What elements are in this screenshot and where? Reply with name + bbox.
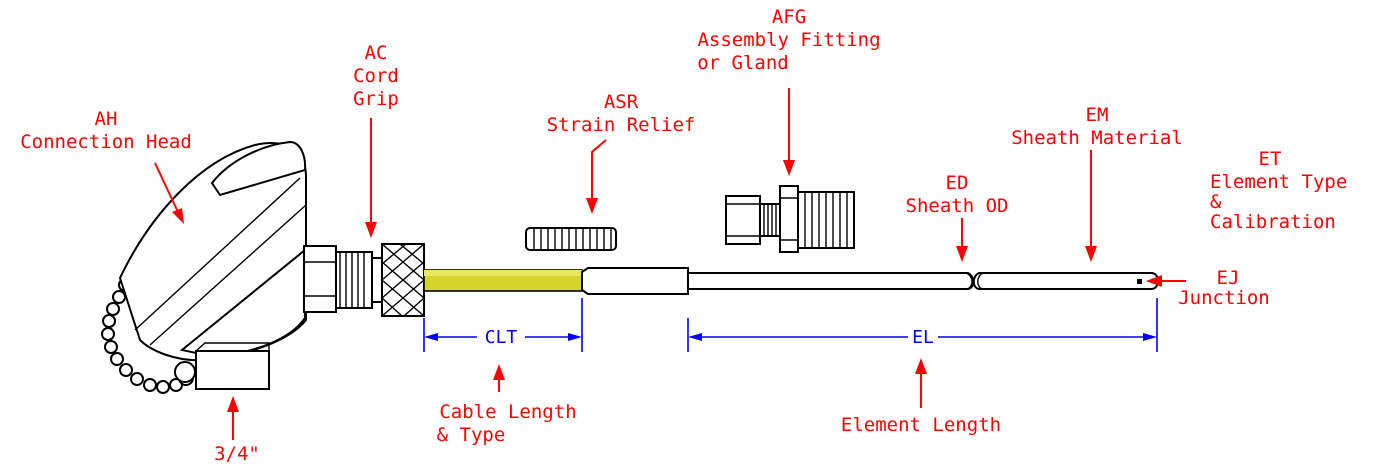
strain-relief-spring bbox=[525, 227, 617, 251]
dimension-clt: CLT bbox=[485, 327, 518, 348]
label-ac-name2: Grip bbox=[353, 88, 399, 110]
assembly-fitting bbox=[725, 185, 855, 253]
label-ed-code: ED bbox=[946, 172, 969, 194]
label-cable-name1: Cable Length bbox=[439, 401, 576, 423]
label-element-name: Element Length bbox=[841, 414, 1001, 436]
sheath bbox=[687, 272, 1159, 290]
label-ac-name1: Cord bbox=[353, 65, 399, 87]
cord-grip bbox=[335, 243, 425, 317]
transition-sleeve bbox=[581, 267, 689, 295]
label-ej-name: Junction bbox=[1178, 287, 1270, 309]
connection-head bbox=[101, 140, 337, 394]
label-ah-code: AH bbox=[95, 108, 118, 130]
label-et-name3: Calibration bbox=[1210, 211, 1336, 233]
dimension-lines bbox=[423, 298, 1158, 352]
label-ac-code: AC bbox=[365, 42, 388, 64]
label-asr-code: ASR bbox=[604, 91, 639, 113]
dimension-el: EL bbox=[912, 327, 934, 348]
leader-arrows bbox=[154, 88, 1186, 440]
label-et-name1: Element Type bbox=[1210, 171, 1347, 193]
label-ah-name: Connection Head bbox=[20, 131, 192, 153]
label-em-code: EM bbox=[1086, 104, 1109, 126]
cable bbox=[423, 269, 583, 292]
label-em-name: Sheath Material bbox=[1011, 127, 1183, 149]
label-afg-name2: or Gland bbox=[697, 52, 789, 74]
label-afg-name1: Assembly Fitting bbox=[697, 29, 880, 51]
label-ed-name: Sheath OD bbox=[906, 195, 1009, 217]
label-cable-name2: & Type bbox=[437, 424, 506, 446]
labels: AH Connection Head AC Cord Grip ASR Stra… bbox=[20, 6, 1347, 465]
label-afg-code: AFG bbox=[772, 6, 806, 28]
label-conduit-size: 3/4" bbox=[214, 443, 260, 465]
label-et-code: ET bbox=[1259, 148, 1282, 170]
label-et-name2: & bbox=[1210, 191, 1222, 213]
label-ej-code: EJ bbox=[1217, 267, 1240, 289]
label-asr-name: Strain Relief bbox=[547, 114, 696, 136]
